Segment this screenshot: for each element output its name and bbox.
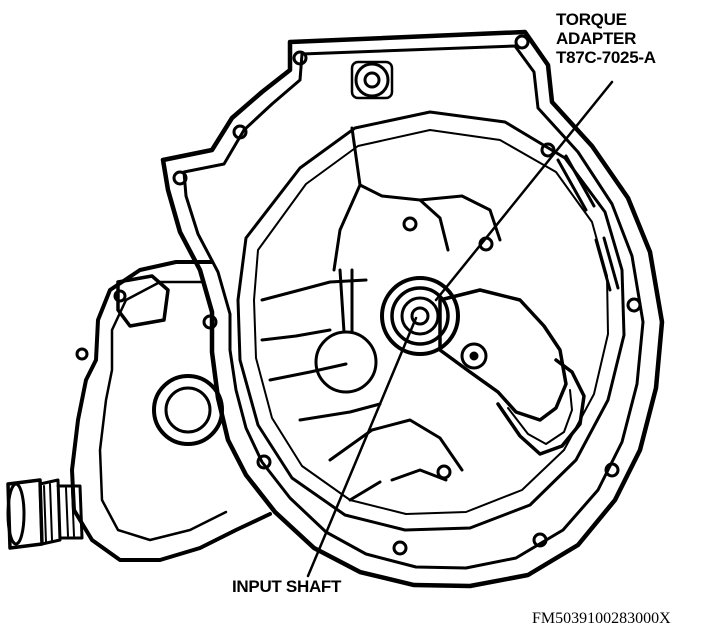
lever-bolt <box>460 342 488 370</box>
input-shaft-seal-outer <box>380 276 460 356</box>
left-case-inner <box>98 280 228 542</box>
inner-case-wall <box>236 110 626 532</box>
torque-adapter-leader <box>434 80 614 302</box>
flange-slot-right <box>556 154 620 292</box>
internal-rib-lower <box>328 418 464 502</box>
input-shaft-tip <box>410 306 430 326</box>
torque-adapter-label: TORQUE ADAPTER T87C-7025-A <box>556 10 656 67</box>
shift-shaft-ribs <box>43 483 75 543</box>
input-shaft-label: INPUT SHAFT <box>232 577 342 596</box>
shift-shaft-end <box>6 482 26 546</box>
differential-bore <box>314 330 378 394</box>
torque-adapter-label-line2: ADAPTER <box>556 29 637 48</box>
bore-shaft <box>338 268 354 334</box>
top-boss-inner <box>363 71 381 89</box>
side-bracket <box>116 274 170 328</box>
torque-adapter-label-line3: T87C-7025-A <box>556 48 656 67</box>
bell-housing-flange <box>160 29 665 589</box>
lever-bolt-center <box>469 351 479 361</box>
shift-fork-inner <box>507 389 573 445</box>
side-seal-outer <box>152 374 224 446</box>
internal-rib-upper <box>332 126 502 272</box>
torque-adapter-label-line1: TORQUE <box>556 10 627 29</box>
input-shaft-seal-mid <box>390 286 450 346</box>
input-shaft-seal-inner <box>400 296 440 336</box>
inner-case-wall-2 <box>253 129 609 515</box>
figure-code: FM5039100283000X <box>532 610 671 627</box>
top-boss-outer <box>354 62 390 98</box>
top-boss-pad <box>350 60 394 100</box>
shift-lever <box>438 288 568 422</box>
shift-fork <box>496 358 586 456</box>
internal-rib-left <box>260 278 382 422</box>
input-shaft-leader <box>306 316 418 578</box>
flange-bolt-holes <box>75 34 642 556</box>
side-seal-inner <box>164 386 212 434</box>
